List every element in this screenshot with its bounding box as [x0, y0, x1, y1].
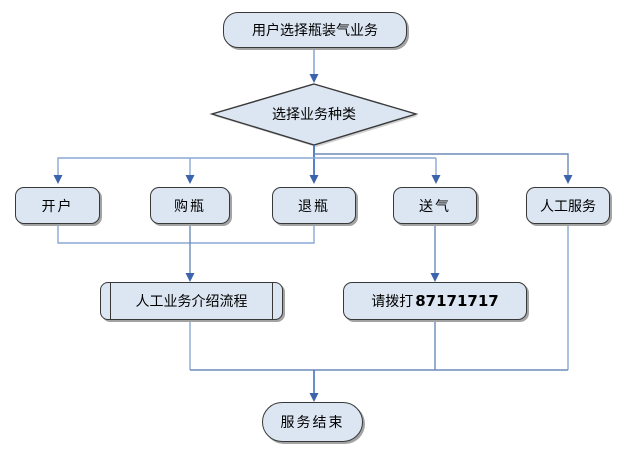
node-call-hotline-prefix: 请拨打: [371, 294, 414, 310]
node-end: 服务结束: [262, 402, 363, 442]
node-deliver-gas: 送气: [393, 187, 477, 224]
node-return-cylinder-label: 退瓶: [298, 198, 330, 215]
node-open-account-label: 开户: [41, 198, 74, 215]
node-buy-cylinder-label: 购瓶: [174, 198, 206, 215]
node-buy-cylinder: 购瓶: [150, 187, 230, 224]
node-end-label: 服务结束: [280, 415, 345, 431]
node-manual-service-label: 人工服务: [540, 198, 596, 215]
edge-merge-into-end: [189, 225, 569, 402]
edge-deliver-call: [430, 225, 440, 282]
node-deliver-gas-label: 送气: [419, 198, 451, 215]
node-call-hotline-number: 87171717: [415, 292, 499, 310]
node-intro-process: 人工业务介绍流程: [100, 282, 283, 320]
edge-decision-branches: [53, 145, 573, 184]
node-start-label: 用户选择瓶装气业务: [252, 23, 378, 39]
node-call-hotline: 请拨打 87171717: [343, 282, 527, 320]
predefined-bar-right: [271, 283, 273, 319]
edge-merge-into-intro: [57, 225, 315, 282]
node-return-cylinder: 退瓶: [272, 187, 356, 224]
node-start: 用户选择瓶装气业务: [223, 12, 407, 48]
node-decision-label: 选择业务种类: [272, 107, 356, 123]
node-intro-process-label: 人工业务介绍流程: [135, 294, 248, 310]
node-manual-service: 人工服务: [526, 187, 610, 224]
edge-start-decision: [309, 48, 319, 83]
node-open-account: 开户: [15, 187, 100, 224]
predefined-bar-left: [110, 283, 112, 319]
